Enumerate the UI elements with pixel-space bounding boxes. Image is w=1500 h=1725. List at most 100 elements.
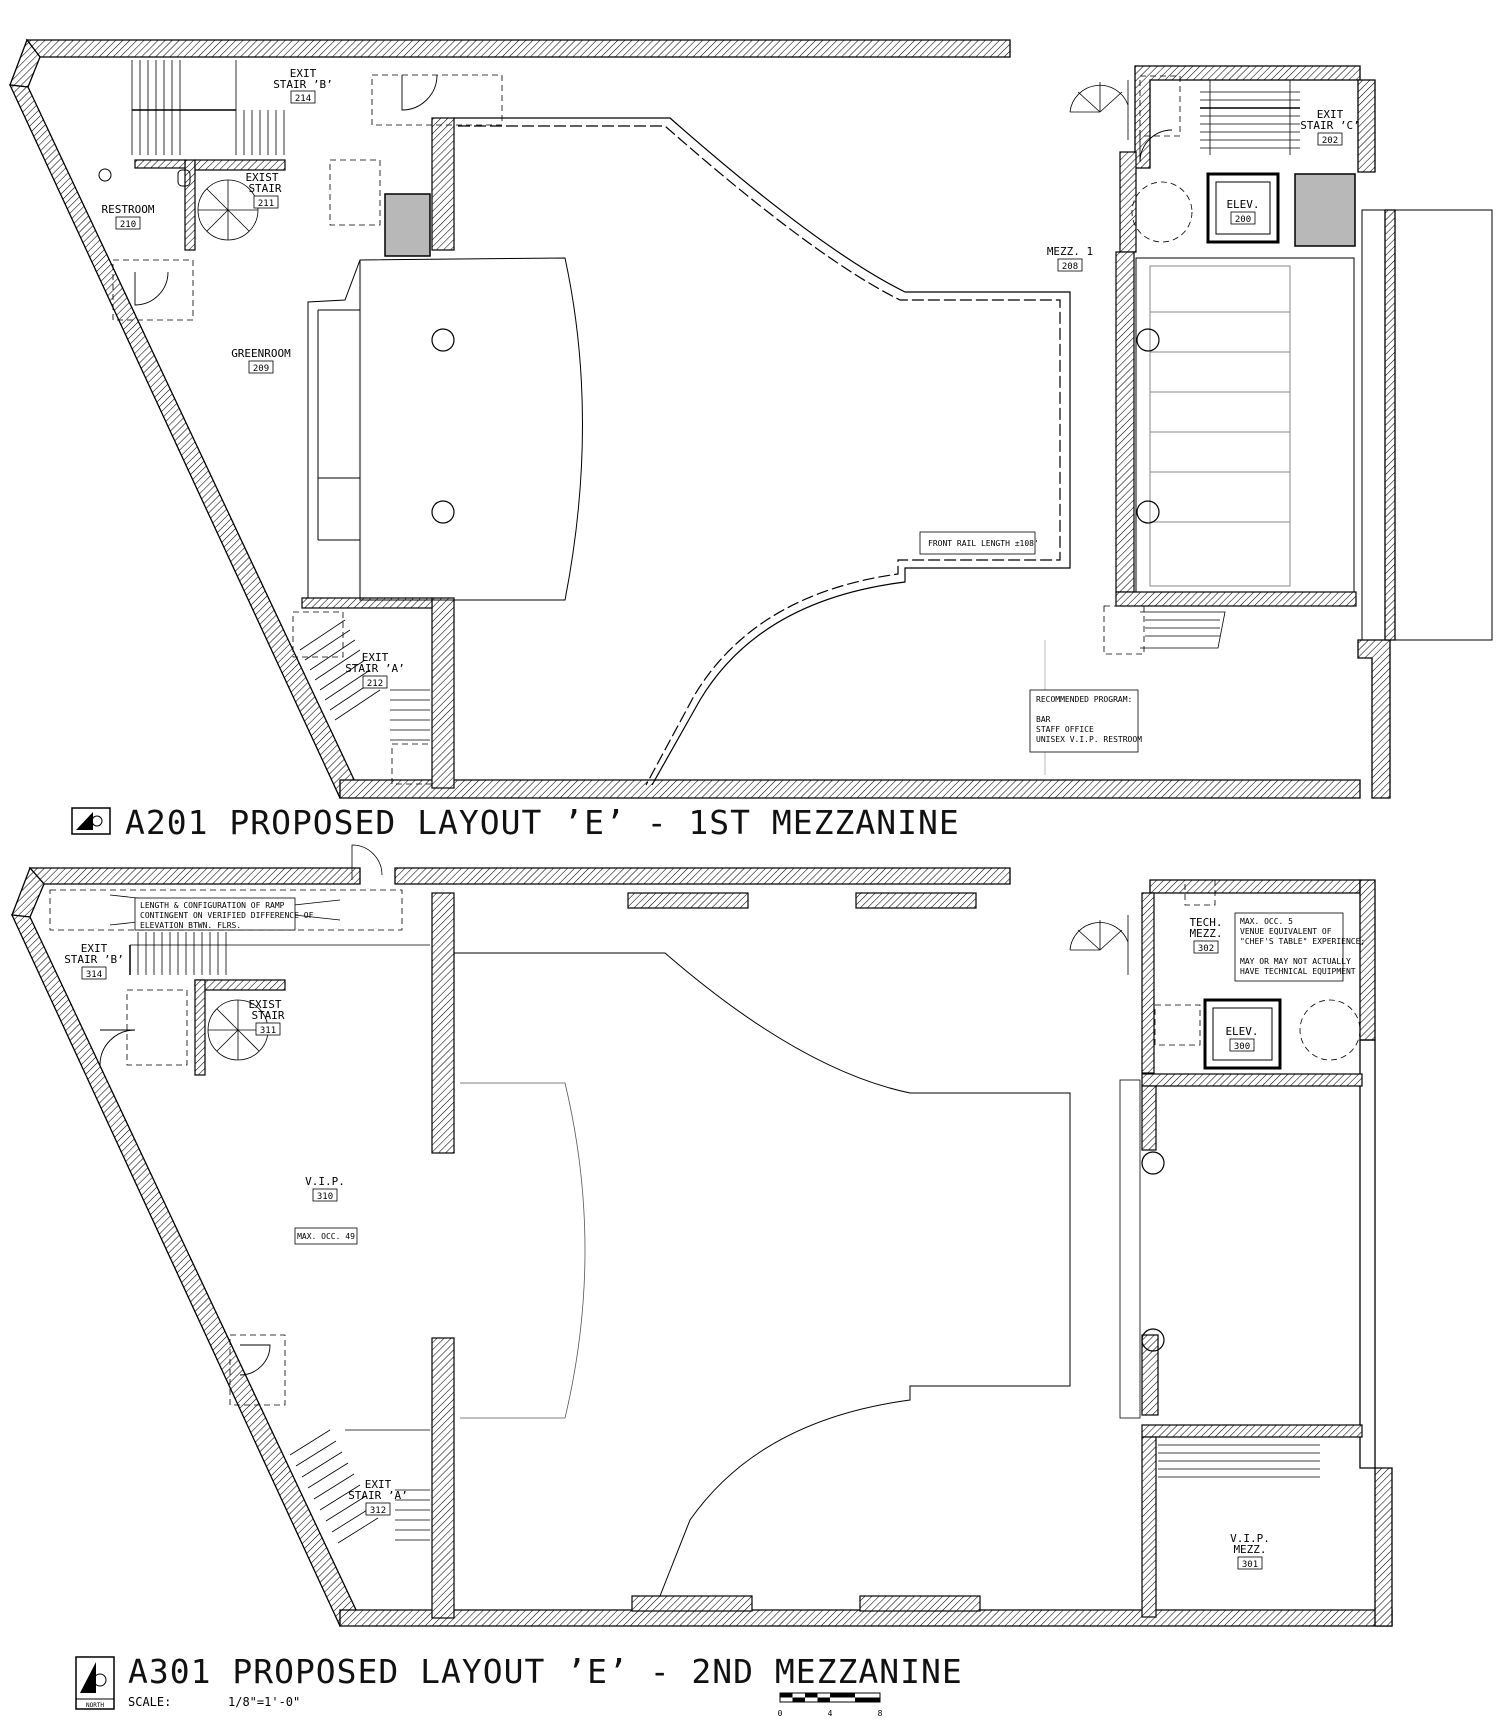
- svg-text:MAX. OCC. 5: MAX. OCC. 5: [1240, 917, 1293, 926]
- room-label-exit-stair-a-212: EXIT STAIR ’A’ 212: [345, 651, 405, 689]
- column-2: [431, 500, 455, 524]
- plan-2-title: A301 PROPOSED LAYOUT ’E’ - 2ND MEZZANINE: [128, 1652, 963, 1691]
- plan-1st-mezzanine: EXIT STAIR ’B’ 214 EXIST STAIR 211 RESTR…: [8, 38, 1493, 799]
- svg-text:MEZZ. 1: MEZZ. 1: [1047, 245, 1093, 258]
- front-rail-note: FRONT RAIL LENGTH ±108': [919, 531, 1039, 555]
- svg-text:EXIT: EXIT: [362, 651, 389, 664]
- column-1: [431, 328, 455, 352]
- svg-text:EXIT: EXIT: [81, 942, 108, 955]
- svg-text:0: 0: [778, 1709, 783, 1718]
- svg-text:STAIR ’B’: STAIR ’B’: [273, 78, 333, 91]
- svg-text:208: 208: [1062, 262, 1078, 272]
- svg-text:EXIT: EXIT: [290, 67, 317, 80]
- svg-text:312: 312: [370, 1506, 386, 1516]
- room-label-elevator-200: ELEV. 200: [1226, 198, 1259, 225]
- exist-stair-spiral: [197, 179, 259, 241]
- svg-text:210: 210: [120, 220, 136, 230]
- svg-text:HAVE TECHNICAL EQUIPMENT: HAVE TECHNICAL EQUIPMENT: [1240, 967, 1356, 976]
- svg-text:MEZZ.: MEZZ.: [1233, 1543, 1266, 1556]
- room-label-vip-mezz-301: V.I.P. MEZZ. 301: [1230, 1532, 1270, 1570]
- room-label-greenroom-209: GREENROOM 209: [231, 347, 291, 374]
- svg-text:VENUE EQUIVALENT OF: VENUE EQUIVALENT OF: [1240, 927, 1332, 936]
- plan-2-title-block: NORTH A301 PROPOSED LAYOUT ’E’ - 2ND MEZ…: [75, 1652, 963, 1718]
- svg-text:V.I.P.: V.I.P.: [1230, 1532, 1270, 1545]
- svg-text:211: 211: [258, 199, 274, 209]
- north-arrow-icon-2: NORTH: [75, 1656, 115, 1710]
- door-swings-2: [99, 1029, 271, 1376]
- svg-text:MEZZ.: MEZZ.: [1189, 927, 1222, 940]
- svg-text:311: 311: [260, 1026, 276, 1036]
- svg-text:212: 212: [367, 679, 383, 689]
- svg-text:STAIR: STAIR: [251, 1009, 284, 1022]
- svg-text:202: 202: [1322, 136, 1338, 146]
- mezzanine-rail: [454, 117, 1071, 786]
- svg-text:MAX. OCC. 49: MAX. OCC. 49: [297, 1232, 355, 1241]
- plan-1-title: A201 PROPOSED LAYOUT ’E’ - 1ST MEZZANINE: [125, 803, 960, 842]
- svg-text:200: 200: [1235, 215, 1251, 225]
- room-label-elevator-300: ELEV. 300: [1225, 1025, 1258, 1052]
- elevator-200-box: [1206, 172, 1280, 244]
- scale-bar: 0 4 8: [778, 1692, 883, 1718]
- svg-text:EXIST: EXIST: [245, 171, 278, 184]
- exit-stair-c-treads: [1200, 80, 1300, 155]
- svg-text:ELEV.: ELEV.: [1225, 1025, 1258, 1038]
- ramp-note: LENGTH & CONFIGURATION OF RAMP CONTINGEN…: [134, 897, 314, 931]
- svg-text:RECOMMENDED PROGRAM:: RECOMMENDED PROGRAM:: [1036, 695, 1132, 704]
- svg-text:STAIR ’A’: STAIR ’A’: [348, 1489, 408, 1502]
- room-label-exit-stair-a-312: EXIT STAIR ’A’ 312: [348, 1478, 408, 1516]
- spiral-stair-right: [1069, 80, 1129, 140]
- svg-text:300: 300: [1234, 1042, 1250, 1052]
- tech-mezz-note: MAX. OCC. 5 VENUE EQUIVALENT OF "CHEF'S …: [1234, 912, 1365, 982]
- svg-text:301: 301: [1242, 1560, 1258, 1570]
- svg-text:214: 214: [295, 94, 311, 104]
- svg-text:STAIR ’B’: STAIR ’B’: [64, 953, 124, 966]
- svg-text:STAFF OFFICE: STAFF OFFICE: [1036, 725, 1094, 734]
- door-clearances: [112, 74, 1193, 785]
- svg-text:EXIT: EXIT: [1317, 108, 1344, 121]
- svg-text:TECH.: TECH.: [1189, 916, 1222, 929]
- outer-walls-2: [10, 866, 1393, 1628]
- svg-text:314: 314: [86, 970, 102, 980]
- svg-text:GREENROOM: GREENROOM: [231, 347, 291, 360]
- svg-text:STAIR ’C’: STAIR ’C’: [1300, 119, 1360, 132]
- right-seating: [1135, 209, 1493, 641]
- svg-text:"CHEF'S TABLE" EXPERIENCE;: "CHEF'S TABLE" EXPERIENCE;: [1240, 937, 1365, 946]
- svg-text:UNISEX V.I.P. RESTROOM: UNISEX V.I.P. RESTROOM: [1036, 735, 1142, 744]
- room-label-exit-stair-c-202: EXIT STAIR ’C’ 202: [1300, 108, 1360, 146]
- scale-value: 1/8"=1'-0": [228, 1695, 300, 1709]
- door-clearances-2: [126, 879, 1361, 1406]
- room-label-exit-stair-b-214: EXIT STAIR ’B’ 214: [273, 67, 333, 104]
- spiral-stair-right-2: [1069, 915, 1129, 975]
- svg-text:310: 310: [317, 1192, 333, 1202]
- svg-text:STAIR ’A’: STAIR ’A’: [345, 662, 405, 675]
- svg-text:CONTINGENT ON VERIFIED DIFFERE: CONTINGENT ON VERIFIED DIFFERENCE OF: [140, 911, 314, 920]
- svg-text:V.I.P.: V.I.P.: [305, 1175, 345, 1188]
- room-label-exist-stair-211: EXIST STAIR 211: [245, 171, 281, 209]
- plan-1-title-block: A201 PROPOSED LAYOUT ’E’ - 1ST MEZZANINE: [71, 803, 960, 842]
- recommended-program-note: RECOMMENDED PROGRAM: BAR STAFF OFFICE UN…: [1029, 689, 1142, 753]
- stage-outline-2: [460, 1082, 586, 1419]
- exit-stair-b-treads-2: [129, 932, 430, 975]
- svg-text:209: 209: [253, 364, 269, 374]
- svg-text:NORTH: NORTH: [86, 1702, 104, 1709]
- exit-stair-a-treads-2: [289, 1429, 430, 1544]
- svg-text:RESTROOM: RESTROOM: [102, 203, 155, 216]
- exit-stair-a-treads: [299, 619, 430, 741]
- elevator-300-box: [1203, 998, 1282, 1070]
- plan-2nd-mezzanine: LENGTH & CONFIGURATION OF RAMP CONTINGEN…: [10, 844, 1393, 1628]
- svg-text:ELEV.: ELEV.: [1226, 198, 1259, 211]
- shaft-left: [384, 193, 431, 257]
- svg-text:FRONT RAIL LENGTH ±108': FRONT RAIL LENGTH ±108': [928, 539, 1039, 548]
- svg-text:ELEVATION BTWN. FLRS.: ELEVATION BTWN. FLRS.: [140, 921, 241, 930]
- svg-text:STAIR: STAIR: [248, 182, 281, 195]
- room-label-tech-mezz-302: TECH. MEZZ. 302: [1189, 916, 1222, 954]
- room-label-vip-310: V.I.P. 310 MAX. OCC. 49: [294, 1175, 358, 1245]
- outer-walls: [8, 38, 1396, 799]
- svg-text:EXIST: EXIST: [248, 998, 281, 1011]
- interior-walls-2: [194, 892, 1363, 1619]
- stair-lower-right: [1140, 611, 1226, 649]
- room-label-restroom-210: RESTROOM 210: [102, 203, 155, 230]
- mezzanine-rail-2: [454, 952, 1071, 1597]
- svg-text:LENGTH & CONFIGURATION OF RAMP: LENGTH & CONFIGURATION OF RAMP: [140, 901, 285, 910]
